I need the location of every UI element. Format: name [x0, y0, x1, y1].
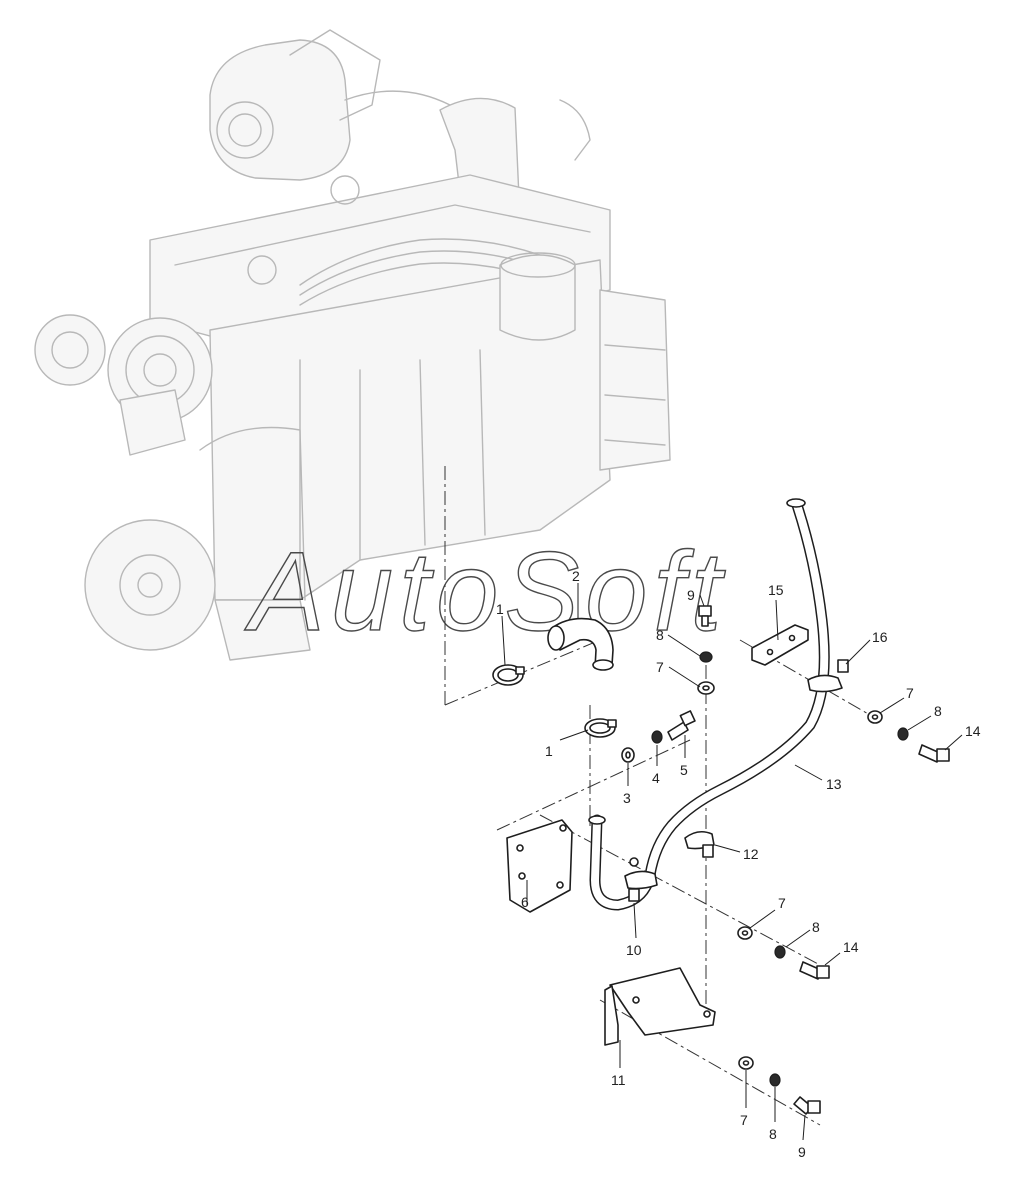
callout-7: 7: [656, 659, 664, 675]
bolt-14-middle: [799, 961, 830, 980]
callout-8: 8: [934, 703, 942, 719]
callout-12: 12: [743, 846, 759, 862]
callout-1: 1: [496, 601, 504, 617]
callout-4: 4: [652, 770, 660, 786]
callout-8: 8: [656, 627, 664, 643]
callout-7: 7: [778, 895, 786, 911]
washer-7-top: [697, 681, 715, 695]
coolant-pipe-13: [588, 498, 830, 911]
callout-9: 9: [687, 587, 695, 603]
callout-numbers: 2 1 9 15 8 16 7 7 8 14 1 5 4 3 13 12 6 1…: [496, 568, 981, 1160]
bolt-9-bottom: [793, 1096, 821, 1115]
washer-3: [621, 747, 635, 763]
callout-7: 7: [906, 685, 914, 701]
callout-13: 13: [826, 776, 842, 792]
pipe-clamp-10: [624, 857, 658, 902]
leader-lines: [501, 583, 963, 1141]
bolt-5: [667, 710, 696, 741]
callout-8: 8: [812, 919, 820, 935]
washer-7-right: [867, 710, 883, 724]
callout-5: 5: [680, 762, 688, 778]
watermark: AutoSoft: [244, 529, 728, 654]
lock-washer-8-bottom: [769, 1073, 781, 1087]
engine-background-illustration: [34, 29, 671, 661]
clamp-plate-15: [751, 624, 809, 666]
callout-14: 14: [965, 723, 981, 739]
callout-11: 11: [611, 1072, 626, 1088]
callout-3: 3: [623, 790, 631, 806]
callout-6: 6: [521, 894, 529, 910]
elbow-hose: [547, 617, 614, 671]
lock-washer-8-middle: [774, 945, 786, 959]
callout-14: 14: [843, 939, 859, 955]
callout-8: 8: [769, 1126, 777, 1142]
callout-1: 1: [545, 743, 553, 759]
callout-16: 16: [872, 629, 888, 645]
bracket-plate-6: [506, 819, 573, 913]
bracket-11: [604, 967, 716, 1046]
hose-clamp-upper: [492, 664, 525, 686]
callout-9: 9: [798, 1144, 806, 1160]
callout-7: 7: [740, 1112, 748, 1128]
callout-10: 10: [626, 942, 642, 958]
callout-15: 15: [768, 582, 784, 598]
lock-washer-4: [651, 730, 663, 744]
lock-washer-8-top: [699, 651, 713, 663]
lock-washer-8-right: [897, 727, 909, 741]
hose-clamp-middle: [584, 718, 617, 738]
washer-7-bottom: [738, 1056, 754, 1070]
bolt-9-top: [698, 605, 712, 627]
callout-2: 2: [572, 568, 580, 584]
pipe-clamp-16: [807, 659, 849, 693]
pipe-clamp-12: [684, 830, 715, 858]
washer-7-middle: [737, 926, 753, 940]
bolt-14-top: [918, 744, 950, 763]
